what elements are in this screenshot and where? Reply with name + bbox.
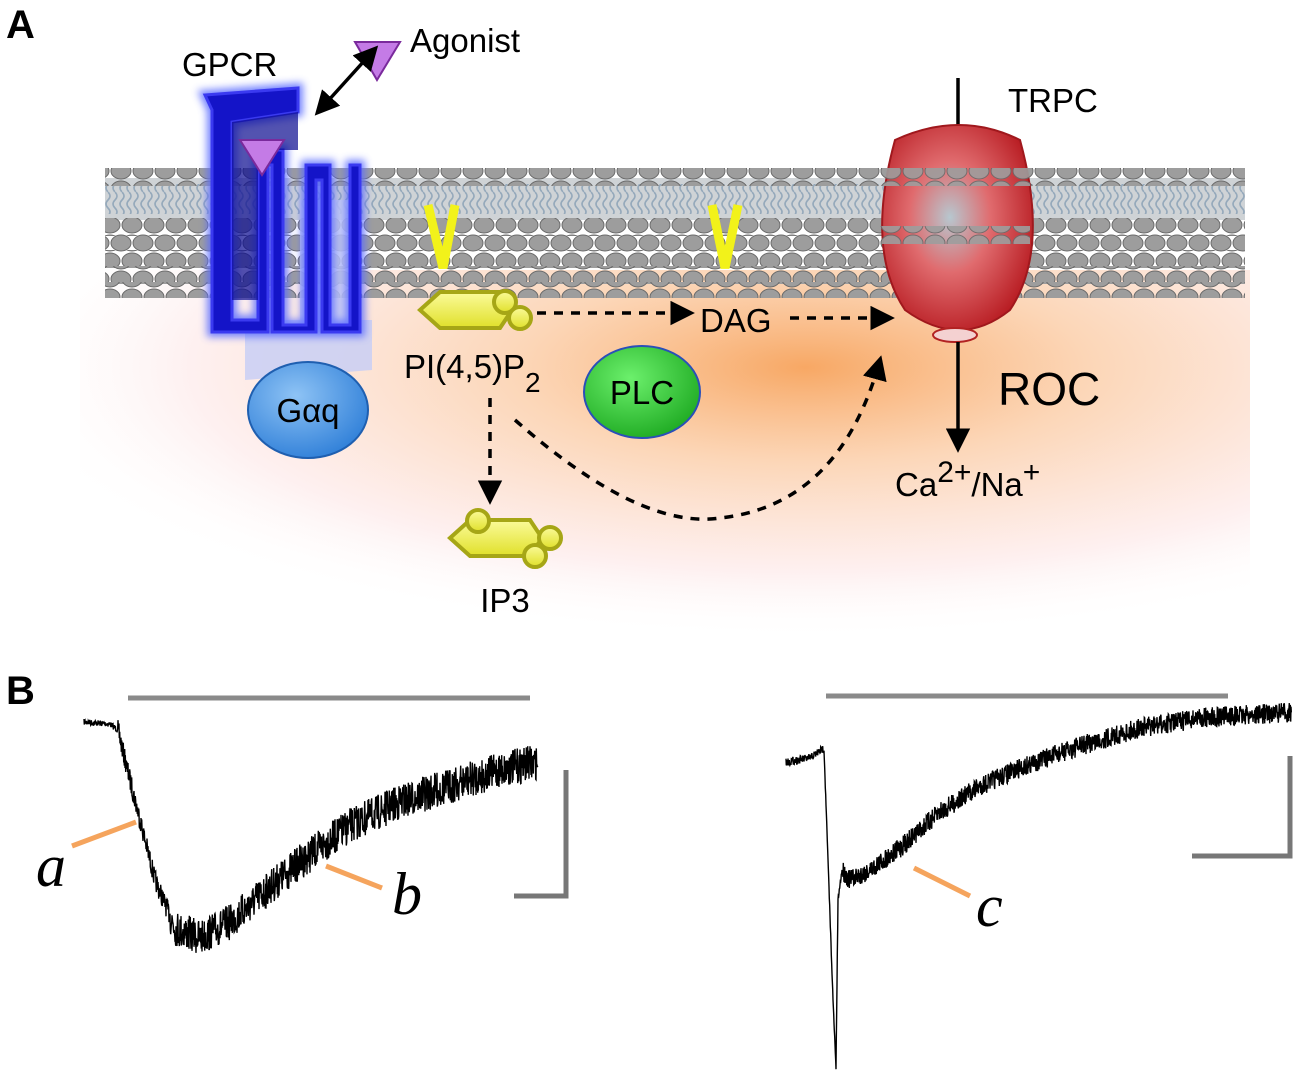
- current-trace-right: [785, 703, 1292, 1070]
- gpcr-label: GPCR: [182, 46, 277, 83]
- panel-b: B a b c: [6, 669, 1293, 1070]
- trpc-label: TRPC: [1008, 82, 1098, 119]
- agonist-binding-arrow: [314, 45, 379, 116]
- marker-b-label: b: [392, 861, 422, 927]
- pip2-headgroup: [417, 289, 533, 331]
- pip2-tail-icon: [423, 203, 460, 270]
- marker-a-arrow: [71, 819, 137, 849]
- scale-bar-right: [1192, 756, 1293, 859]
- plc-enzyme: [583, 345, 701, 439]
- marker-c-arrow: [912, 865, 972, 899]
- gpcr-receptor: [197, 82, 372, 380]
- ip3-molecule: [447, 508, 563, 569]
- bound-agonist-icon: [238, 139, 286, 177]
- scale-bar-left: [514, 770, 569, 899]
- plc-label: PLC: [610, 374, 674, 411]
- panel-a-letter: A: [6, 3, 35, 47]
- panel-b-letter: B: [6, 669, 35, 713]
- marker-c-label: c: [976, 873, 1003, 939]
- marker-b-arrow: [325, 863, 383, 891]
- panel-a: A GPCR Agonist: [6, 3, 1250, 660]
- galphaq-label: Gαq: [276, 392, 339, 429]
- ion-label: Ca2+/Na+: [895, 456, 1040, 503]
- dag-tail-icon: [707, 204, 743, 269]
- roc-label: ROC: [998, 363, 1100, 415]
- trpc-channel: [880, 78, 1034, 343]
- pip2-to-trpc-arrow: [513, 355, 887, 521]
- agonist-label: Agonist: [410, 22, 520, 59]
- marker-a-label: a: [36, 833, 66, 899]
- pip2-label: PI(4,5)P2: [404, 348, 541, 398]
- galphaq-protein: [247, 361, 369, 459]
- current-trace-left: [83, 718, 539, 953]
- dag-label: DAG: [700, 302, 772, 339]
- ip3-label: IP3: [480, 582, 530, 619]
